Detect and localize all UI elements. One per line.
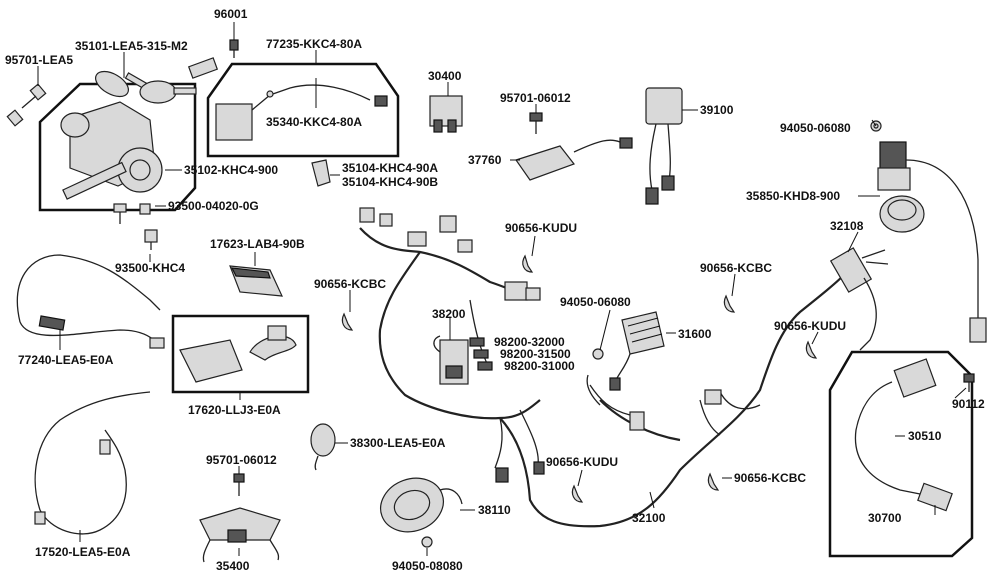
label-90656-kudu-top: 90656-KUDU	[505, 221, 577, 235]
label-35340-kkc4-80a: 35340-KKC4-80A	[266, 115, 362, 129]
seat-lock-cable-35340	[215, 84, 388, 141]
label-17520-lea5-e0a: 17520-LEA5-E0A	[35, 545, 131, 559]
nut-94050-06080-mid	[592, 348, 604, 360]
label-38110: 38110	[478, 503, 511, 517]
starter-magnetic-switch-35850	[877, 141, 987, 343]
label-90656-kudu-right: 90656-KUDU	[774, 319, 846, 333]
cover-17623	[229, 265, 283, 297]
label-77235-kkc4-80a: 77235-KKC4-80A	[266, 37, 362, 51]
label-98200-31500: 98200-31500	[500, 347, 571, 361]
label-17620-llj3-e0a: 17620-LLJ3-E0A	[188, 403, 281, 417]
label-35104-khc4-90b: 35104-KHC4-90B	[342, 175, 438, 189]
label-38200: 38200	[432, 307, 466, 321]
label-39100: 39100	[700, 103, 734, 117]
cable-77240	[16, 254, 165, 349]
relay-30400	[429, 95, 463, 133]
label-95701-06012-bottom: 95701-06012	[206, 453, 277, 467]
bracket-unit-35400	[199, 507, 281, 563]
screw-95701-06012-bottom	[233, 473, 245, 496]
label-30510: 30510	[908, 429, 942, 443]
label-93500-khc4: 93500-KHC4	[115, 261, 185, 275]
label-35102-khc4-900: 35102-KHC4-900	[184, 163, 278, 177]
bolt-96001	[187, 39, 239, 79]
label-90656-kcbc-left: 90656-KCBC	[314, 277, 386, 291]
label-94050-08080: 94050-08080	[392, 559, 463, 573]
bolt-90112	[963, 373, 975, 392]
clamps-90656	[341, 254, 818, 503]
horn-38110	[380, 477, 463, 533]
bolts-95701-lea5	[6, 83, 47, 127]
leader-lines	[37, 22, 967, 556]
fuse-box-38200	[433, 335, 469, 385]
unit-37760	[515, 137, 633, 181]
label-98200-32000: 98200-32000	[494, 335, 565, 349]
label-37760: 37760	[468, 153, 502, 167]
screws-93500	[113, 203, 158, 250]
label-30700: 30700	[868, 511, 902, 525]
cable-17520	[34, 391, 151, 535]
label-90112: 90112	[952, 397, 985, 411]
ignition-switch-group-outline	[38, 82, 197, 212]
regulator-31600	[609, 311, 665, 391]
buzzer-38300	[310, 423, 336, 471]
fuses-98200	[469, 337, 493, 371]
label-95701-06012-top: 95701-06012	[500, 91, 571, 105]
starter-cable-30510	[854, 358, 953, 512]
label-35104-khc4-90a: 35104-KHC4-90A	[342, 161, 438, 175]
starter-cable-group-outline	[828, 350, 974, 558]
label-35850-khd8-900: 35850-KHD8-900	[746, 189, 840, 203]
label-98200-31000: 98200-31000	[504, 359, 575, 373]
switch-unit-17620	[179, 325, 297, 383]
label-38300-lea5-e0a: 38300-LEA5-E0A	[350, 436, 446, 450]
label-31600: 31600	[678, 327, 712, 341]
label-35400: 35400	[216, 559, 250, 573]
unit-39100	[645, 87, 683, 205]
label-90656-kudu-bottom: 90656-KUDU	[546, 455, 618, 469]
clamps-35104	[311, 159, 331, 187]
label-94050-06080-top: 94050-06080	[780, 121, 851, 135]
label-30400: 30400	[428, 69, 462, 83]
label-94050-06080-mid: 94050-06080	[560, 295, 631, 309]
label-93500-04020-0g: 93500-04020-0G	[168, 199, 259, 213]
nut-94050-08080	[421, 536, 433, 548]
label-35101-lea5-315-m2: 35101-LEA5-315-M2	[75, 39, 188, 53]
ignition-switch-35102	[60, 101, 163, 200]
main-wire-harness	[359, 207, 846, 528]
label-17623-lab4-90b: 17623-LAB4-90B	[210, 237, 305, 251]
starter-relay-32108	[829, 247, 889, 351]
label-32108: 32108	[830, 219, 864, 233]
label-32100: 32100	[632, 511, 666, 525]
label-95701-lea5: 95701-LEA5	[5, 53, 73, 67]
label-90656-kcbc-right: 90656-KCBC	[700, 261, 772, 275]
label-77240-lea5-e0a: 77240-LEA5-E0A	[18, 353, 114, 367]
keys-35101	[95, 70, 197, 104]
screw-95701-06012-top	[529, 112, 543, 134]
label-96001: 96001	[214, 7, 248, 21]
label-90656-kcbc-bottom: 90656-KCBC	[734, 471, 806, 485]
seat-lock-cable-group-outline	[206, 62, 400, 158]
